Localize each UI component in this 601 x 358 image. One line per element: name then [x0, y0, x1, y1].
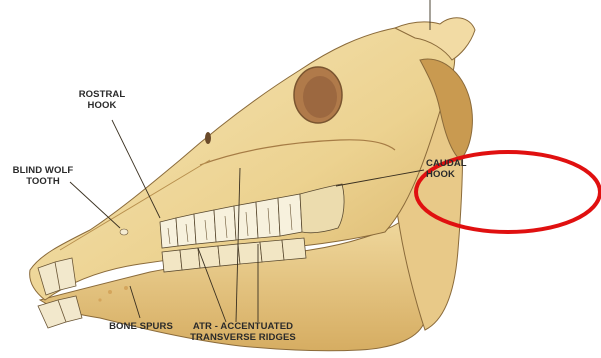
wolf-tooth	[120, 229, 128, 235]
bone-spurs-label: BONE SPURS	[102, 321, 180, 332]
rostral-hook-label: ROSTRAL HOOK	[68, 89, 136, 111]
blind-wolf-tooth-label: BLIND WOLF TOOTH	[4, 165, 82, 187]
atr-label: ATR - ACCENTUATED TRANSVERSE RIDGES	[178, 321, 308, 343]
caudal-hook-label: CAUDAL HOOK	[426, 158, 476, 180]
orbit-inner	[303, 76, 337, 118]
foramen	[205, 132, 211, 144]
